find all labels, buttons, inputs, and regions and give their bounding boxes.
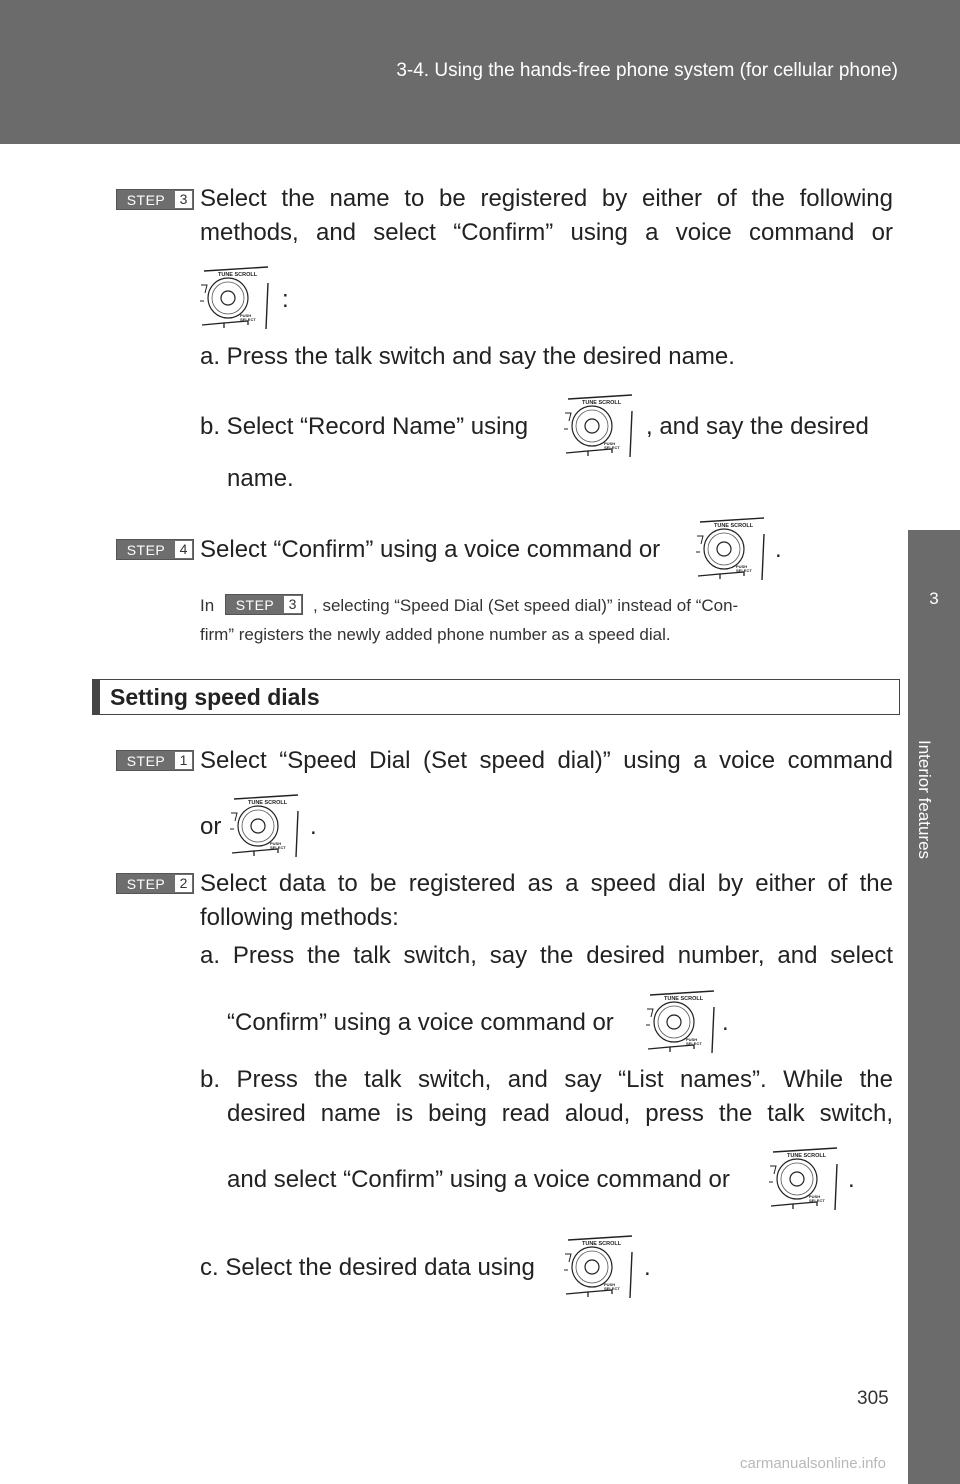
step3-method-b-line2: name. <box>227 465 294 492</box>
note-post: , selecting “Speed Dial (Set speed dial)… <box>313 596 739 615</box>
step-badge: STEP 3 <box>116 189 194 210</box>
chapter-side-tab <box>908 530 960 1484</box>
svg-text:PUSH: PUSH <box>809 1194 820 1199</box>
svg-text:SELECT: SELECT <box>686 1041 702 1046</box>
svg-text:SELECT: SELECT <box>604 445 620 450</box>
svg-text:PUSH: PUSH <box>604 441 615 446</box>
speed-step2-method-b3: and select “Confirm” using a voice comma… <box>227 1166 730 1193</box>
step4-end: . <box>775 536 782 563</box>
speed-step2-method-a1: a. Press the talk switch, say the desire… <box>200 942 893 969</box>
speed-step2-method-b2: desired name is being read aloud, press … <box>227 1100 893 1127</box>
svg-text:SELECT: SELECT <box>240 317 256 322</box>
svg-text:PUSH: PUSH <box>686 1037 697 1042</box>
step3-line1: Select the name to be registered by eith… <box>200 185 893 212</box>
svg-text:SELECT: SELECT <box>270 845 286 850</box>
svg-text:TUNE SCROLL: TUNE SCROLL <box>248 800 288 806</box>
speed-step2-method-b1: b. Press the talk switch, and say “List … <box>200 1066 893 1093</box>
step-badge-label: STEP <box>126 541 166 558</box>
step-badge-number: 3 <box>175 191 192 208</box>
step-badge-number: 3 <box>284 596 301 613</box>
note-line2: firm” registers the newly added phone nu… <box>200 625 671 644</box>
chapter-number: 3 <box>929 589 939 608</box>
svg-text:PUSH: PUSH <box>270 841 281 846</box>
step-badge-label: STEP <box>126 875 166 892</box>
page-number: 305 <box>857 1388 889 1409</box>
step-badge: STEP 3 <box>225 594 303 615</box>
svg-text:TUNE SCROLL: TUNE SCROLL <box>582 1241 622 1247</box>
speed-step2-method-b-end: . <box>848 1166 855 1193</box>
svg-text:SELECT: SELECT <box>736 568 752 573</box>
step-badge-label: STEP <box>235 596 275 613</box>
step-badge-number: 4 <box>175 541 192 558</box>
step-badge-label: STEP <box>126 752 166 769</box>
speed-step2-line2: following methods: <box>200 904 399 931</box>
step-badge-label: STEP <box>126 191 166 208</box>
chapter-label: Interior features <box>915 740 934 860</box>
step3-line3: : <box>282 286 289 313</box>
speed-step2-line1: Select data to be registered as a speed … <box>200 870 893 897</box>
speed-step2-method-a-end: . <box>722 1009 729 1036</box>
page-header: 3-4. Using the hands-free phone system (… <box>0 0 960 144</box>
step4-text: Select “Confirm” using a voice command o… <box>200 536 661 563</box>
speed-step1-line1: Select “Speed Dial (Set speed dial)” usi… <box>200 747 893 774</box>
svg-text:SELECT: SELECT <box>604 1286 620 1291</box>
step-badge-number: 2 <box>175 875 192 892</box>
svg-text:TUNE SCROLL: TUNE SCROLL <box>714 523 754 529</box>
section-heading: Setting speed dials <box>92 679 900 715</box>
header-title: 3-4. Using the hands-free phone system (… <box>396 60 898 81</box>
note-pre: In <box>200 596 215 615</box>
step3-method-a: a. Press the talk switch and say the des… <box>200 343 735 370</box>
speed-step1-or: or <box>200 813 222 840</box>
svg-text:SELECT: SELECT <box>809 1198 825 1203</box>
svg-text:TUNE SCROLL: TUNE SCROLL <box>218 272 258 278</box>
step3-method-b-start: b. Select “Record Name” using <box>200 413 529 440</box>
speed-step2-method-a2: “Confirm” using a voice command or <box>227 1009 614 1036</box>
step3-method-b-end: , and say the desired <box>646 413 869 440</box>
svg-text:PUSH: PUSH <box>604 1282 615 1287</box>
speed-step2-method-c: c. Select the desired data using <box>200 1254 535 1281</box>
svg-text:PUSH: PUSH <box>240 313 251 318</box>
step-badge: STEP 4 <box>116 539 194 560</box>
svg-text:PUSH: PUSH <box>736 564 747 569</box>
svg-text:TUNE SCROLL: TUNE SCROLL <box>787 1153 827 1159</box>
svg-text:TUNE SCROLL: TUNE SCROLL <box>664 996 704 1002</box>
step-badge-number: 1 <box>175 752 192 769</box>
step-badge: STEP 1 <box>116 750 194 771</box>
speed-step1-end: . <box>310 813 317 840</box>
watermark: carmanualsonline.info <box>740 1455 886 1472</box>
speed-step2-method-c-end: . <box>644 1254 651 1281</box>
step-badge: STEP 2 <box>116 873 194 894</box>
svg-text:TUNE SCROLL: TUNE SCROLL <box>582 400 622 406</box>
step3-line2: methods, and select “Confirm” using a vo… <box>200 219 893 246</box>
